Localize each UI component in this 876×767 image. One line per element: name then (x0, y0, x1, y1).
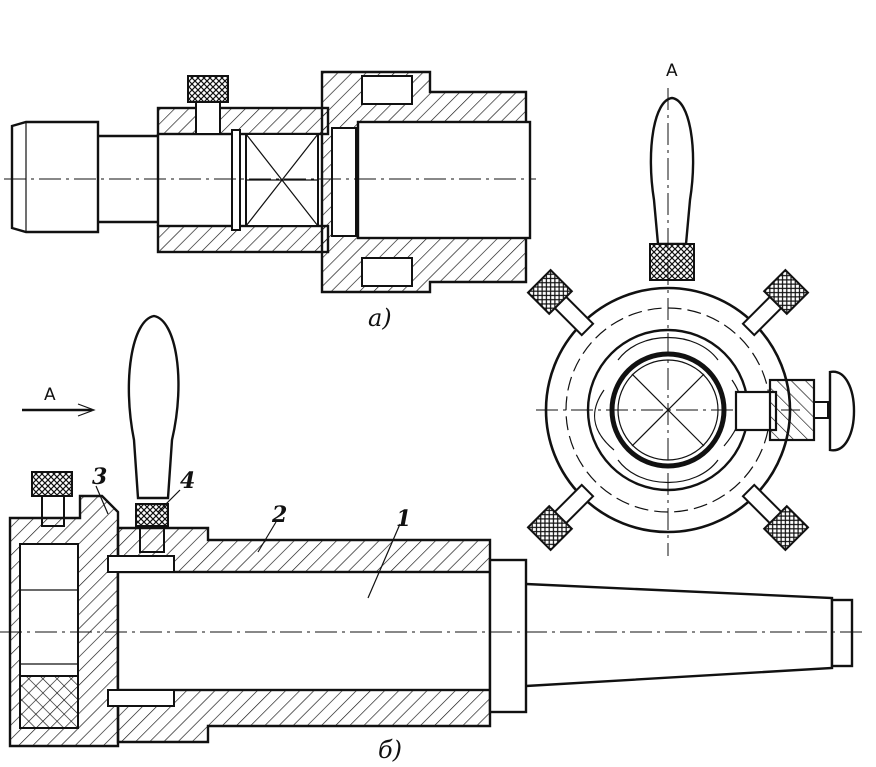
part-3-label: 3 (92, 464, 107, 490)
handle-knurl-top (649, 243, 695, 281)
view-b-caption: б) (378, 736, 402, 764)
view-b: A 3 4 2 1 б) (0, 314, 862, 764)
section-a-view: A (526, 61, 856, 556)
arrow-a-label: A (44, 385, 56, 405)
section-a-label: A (666, 61, 678, 81)
part-2-label: 2 (271, 502, 287, 528)
view-a-caption: a) (368, 304, 392, 332)
part-1-label: 1 (396, 506, 411, 532)
part-4-label: 4 (180, 468, 195, 494)
view-a: a) (4, 70, 536, 332)
